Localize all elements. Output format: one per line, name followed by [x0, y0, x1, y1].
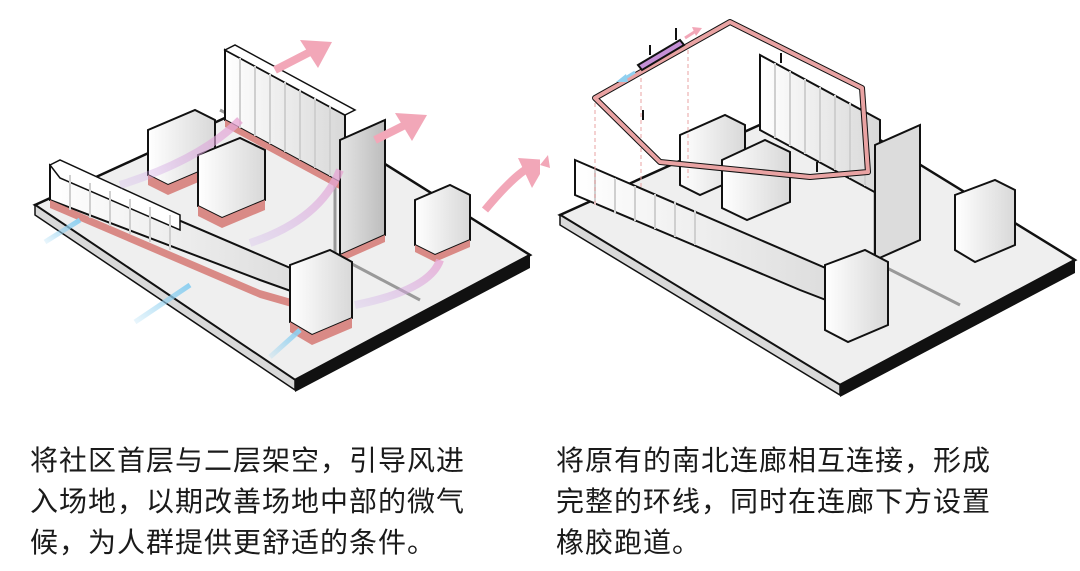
arrow-right-head — [692, 27, 702, 36]
wind-flows — [43, 40, 540, 359]
building-east — [339, 118, 386, 262]
rubber-track — [616, 27, 818, 172]
wind-out-arrow — [481, 166, 528, 213]
ventilation-axonometric — [32, 40, 540, 392]
wind-out-arrowhead — [300, 40, 332, 68]
tower-south — [289, 248, 353, 345]
tower-east — [414, 183, 471, 262]
caption-line: 将社区首层与二层架空，引导风进 — [30, 444, 466, 477]
wind-in-arrow — [268, 328, 302, 359]
caption-line: 入场地，以期改善场地中部的微气 — [30, 485, 466, 518]
wind-out-arrowhead — [395, 113, 427, 141]
wind-out-arrow — [273, 48, 312, 74]
caption-line: 橡胶跑道。 — [556, 526, 702, 559]
caption-ventilation: 将社区首层与二层架空，引导风进 入场地，以期改善场地中部的微气 候，为人群提供更… — [30, 440, 510, 563]
building-east — [874, 123, 921, 262]
arrow-right-icon — [684, 29, 697, 40]
caption-line: 候，为人群提供更舒适的条件。 — [30, 526, 437, 559]
wind-in-arrow — [133, 282, 192, 325]
wind-out-arrow — [373, 121, 407, 144]
wind-through-flow — [354, 258, 444, 309]
projection-lines — [594, 50, 689, 205]
wind-in-arrow — [43, 217, 82, 245]
tower-center — [721, 138, 791, 222]
arrow-left-head — [616, 74, 628, 82]
building-north-slab — [223, 44, 357, 192]
tower-center — [197, 136, 266, 228]
running-loop-path — [593, 20, 870, 179]
wind-through-flow — [118, 117, 243, 189]
caption-line: 将原有的南北连廊相互连接，形成 — [556, 444, 992, 477]
ventilation-diagram — [0, 0, 540, 420]
running-loop-diagram — [540, 0, 1080, 420]
tower-east — [954, 178, 1016, 264]
running-loop-axonometric — [540, 19, 1078, 397]
caption-running-loop: 将原有的南北连廊相互连接，形成 完整的环线，同时在连廊下方设置 橡胶跑道。 — [556, 440, 1046, 563]
wind-out-arrowhead — [518, 158, 540, 188]
wind-arrow-fragment — [540, 155, 550, 168]
wind-through-flow — [248, 168, 344, 247]
tower-south — [824, 248, 889, 344]
caption-line: 完整的环线，同时在连廊下方设置 — [556, 485, 992, 518]
